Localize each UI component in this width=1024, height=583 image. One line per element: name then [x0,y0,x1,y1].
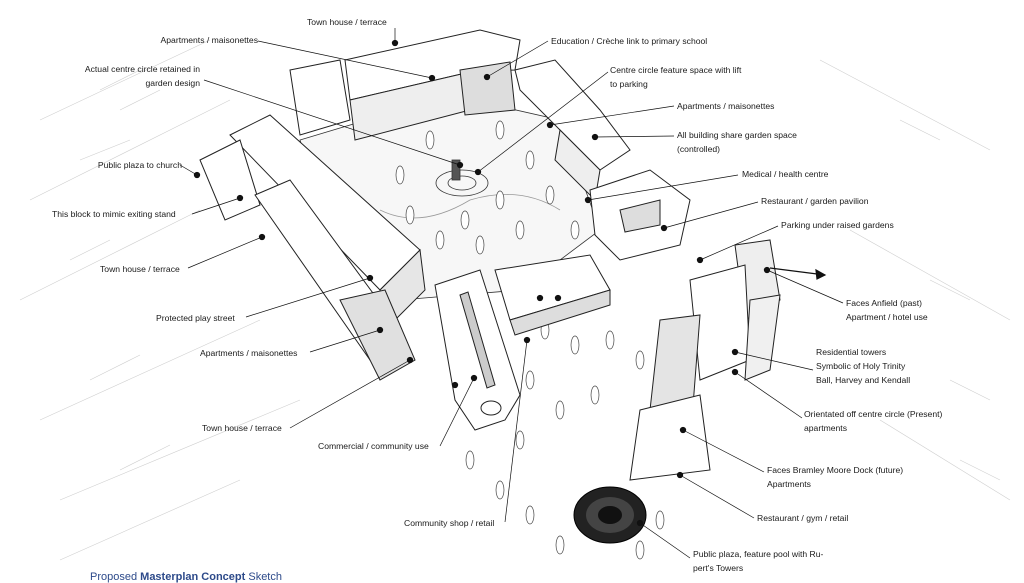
label-bramley-line2: Apartments [767,479,811,489]
trees [395,120,665,560]
label-apartments-right: Apartments / maisonettes [677,101,775,111]
label-block-mimic-stand: This block to mimic exiting stand [52,209,176,219]
building-restaurant-gym [629,394,711,481]
label-public-plaza-church: Public plaza to church [97,160,182,170]
label-residential-towers-line3: Ball, Harvey and Kendall [816,375,911,385]
label-restaurant-pavilion: Restaurant / garden pavilion [761,196,869,206]
building-right-apartments [514,59,631,171]
label-centre-circle-retained-line1: Actual centre circle retained in [84,64,200,74]
label-garden-share-line1: All building share garden space [677,130,797,140]
leader-lines [179,28,844,559]
label-town-house-left: Town house / terrace [100,264,180,274]
label-town-house-bottom: Town house / terrace [202,423,282,433]
label-protected-play-street: Protected play street [156,313,235,323]
label-centre-circle-retained: Actual centre circle retained in garden … [60,62,200,90]
label-garden-share-line2: (controlled) [677,144,720,154]
building-left-maisonettes [339,289,416,381]
label-apartments-top: Apartments / maisonettes [160,35,258,45]
label-bramley-line1: Faces Bramley Moore Dock (future) [767,465,904,475]
label-restaurant-gym: Restaurant / gym / retail [757,513,849,523]
label-residential-towers-line2: Symbolic of Holy Trinity [816,361,906,371]
label-parking-under: Parking under raised gardens [781,220,894,230]
buildings [199,29,781,481]
label-plaza-pool-line2: pert's Towers [693,563,744,573]
caption-suffix: Sketch [245,571,282,583]
label-bramley-moore: Faces Bramley Moore Dock (future) Apartm… [767,463,903,491]
label-feature-space-line2: to parking [610,79,648,89]
anfield-arrow [769,267,827,280]
centre-circle [435,169,489,197]
label-medical-centre: Medical / health centre [742,169,829,179]
label-orientated-line1: Orientated off centre circle (Present) [804,409,943,419]
label-plaza-pool-line1: Public plaza, feature pool with Ru- [693,549,824,559]
label-orientated-line2: apartments [804,423,847,433]
caption-bold: Masterplan Concept [140,571,246,583]
label-centre-circle-retained-line2: garden design [145,78,200,88]
label-feature-space: Centre circle feature space with lift to… [610,63,741,91]
label-commercial-community: Commercial / community use [318,441,429,451]
label-plaza-pool: Public plaza, feature pool with Ru- pert… [693,547,823,575]
label-faces-anfield-line1: Faces Anfield (past) [846,298,922,308]
label-garden-share: All building share garden space (control… [677,128,797,156]
label-orientated-centre-circle: Orientated off centre circle (Present) a… [804,407,942,435]
label-community-shop: Community shop / retail [404,518,495,528]
building-top-left [289,59,351,136]
label-residential-towers-line1: Residential towers [816,347,887,357]
caption-prefix: Proposed [90,571,141,583]
label-faces-anfield-line2: Apartment / hotel use [846,312,928,322]
figure-caption: Proposed Masterplan Concept Sketch [90,571,282,583]
feature-pool-plaza [573,486,647,544]
building-creche [459,61,516,116]
label-town-house-top: Town house / terrace [307,17,387,27]
building-stand-mimic [199,139,261,221]
label-feature-space-line1: Centre circle feature space with lift [610,65,742,75]
label-residential-towers: Residential towers Symbolic of Holy Trin… [816,345,910,387]
background-streets [19,39,1011,561]
lift-core [451,159,461,181]
label-faces-anfield: Faces Anfield (past) Apartment / hotel u… [846,296,928,324]
label-apartments-left: Apartments / maisonettes [200,348,298,358]
label-education-creche: Education / Crèche link to primary schoo… [551,36,708,46]
